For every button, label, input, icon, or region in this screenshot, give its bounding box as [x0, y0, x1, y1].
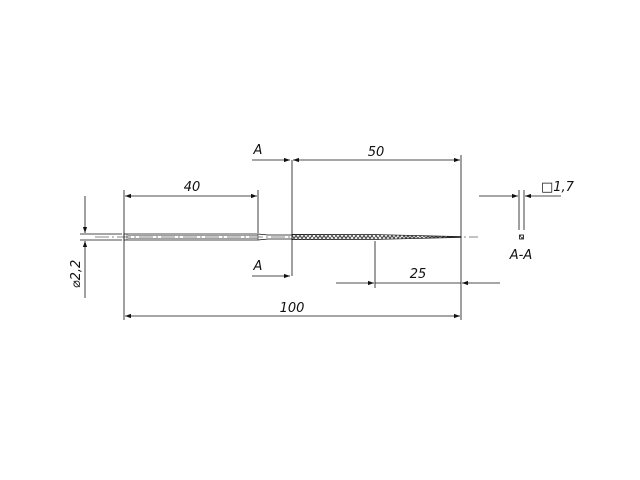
dimension-label-100: 100: [280, 301, 305, 316]
dimension-label-section-size: □1,7: [541, 180, 575, 195]
section-marker-bottom: A: [253, 259, 263, 274]
dimension-diameter: [80, 196, 122, 298]
needle-file-body: [95, 233, 478, 241]
dimension-25: [336, 241, 500, 288]
section-view-label: A-A: [509, 248, 532, 263]
shank-transition: [257, 233, 292, 241]
square-section-icon: [519, 234, 524, 240]
dimension-label-25: 25: [410, 267, 427, 282]
dimension-label-50: 50: [368, 145, 385, 160]
dimension-50: [293, 155, 462, 320]
dimension-40: [123, 190, 259, 320]
dimension-label-diameter: ⌀2,2: [69, 260, 84, 289]
section-view-a-a: [479, 190, 561, 240]
cut-section: [291, 234, 462, 240]
dimension-label-40: 40: [184, 180, 201, 195]
section-marker-top: A: [253, 143, 263, 158]
section-line-a: [252, 157, 293, 279]
